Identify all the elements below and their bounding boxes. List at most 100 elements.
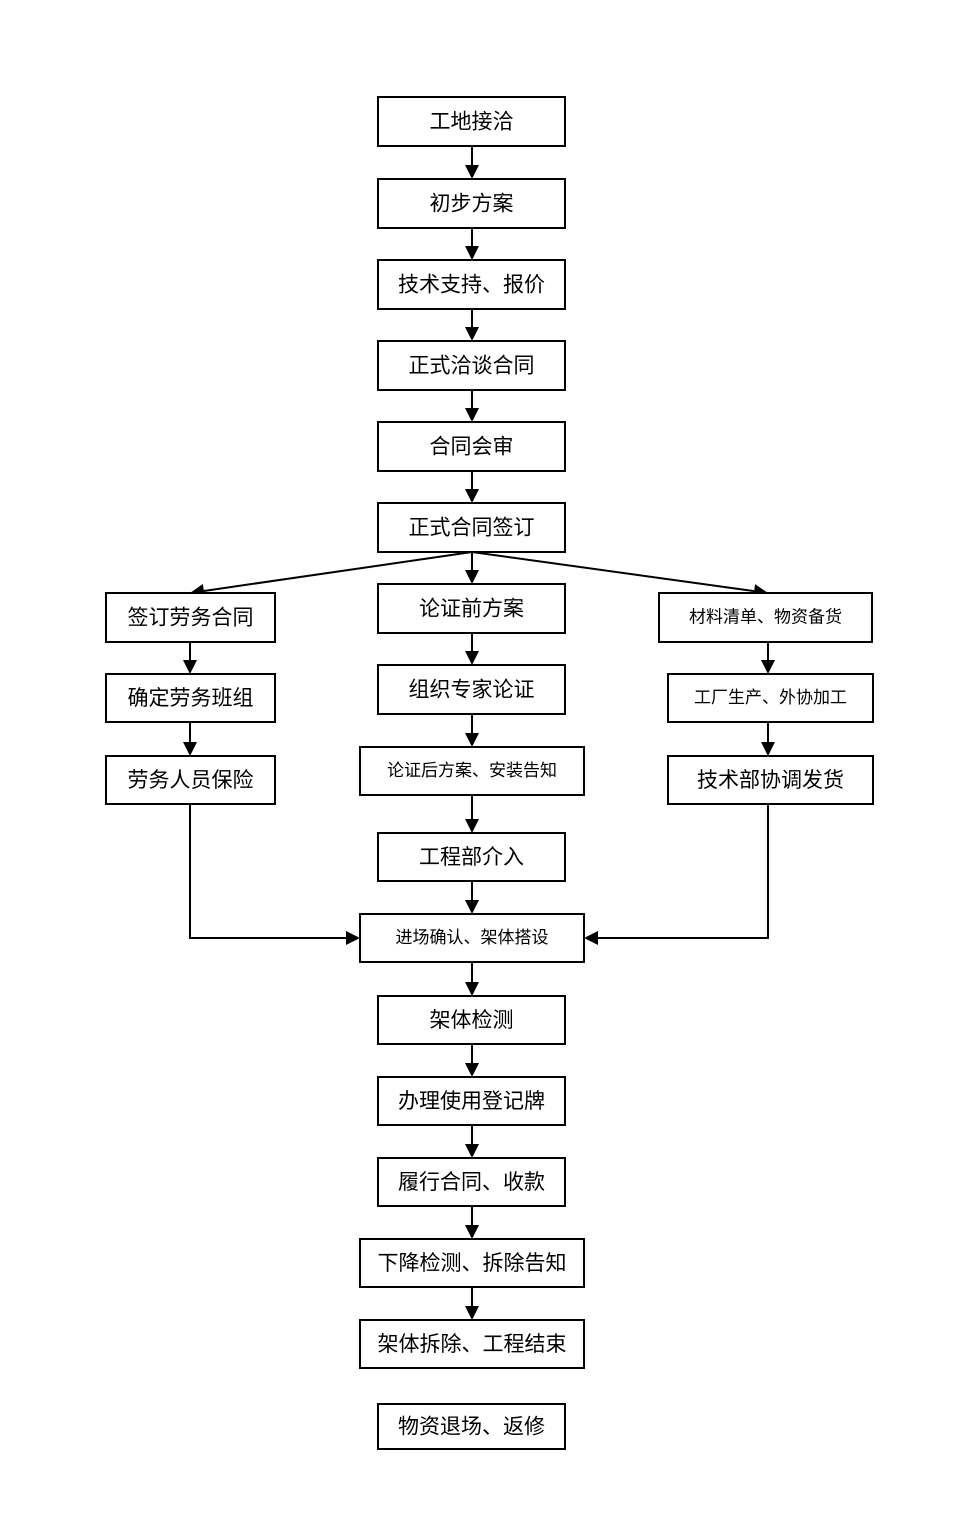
node-box	[667, 755, 874, 805]
arrowhead-icon	[465, 570, 479, 584]
node-material-list: 材料清单、物资备货	[658, 592, 873, 643]
connector-line	[203, 551, 473, 592]
connector-frame_inspection-to-registration	[465, 1044, 479, 1077]
node-contract-payment: 履行合同、收款	[377, 1157, 566, 1207]
node-label: 架体检测	[430, 1008, 514, 1032]
node-label: 技术支持、报价	[398, 273, 545, 297]
node-box	[377, 583, 566, 634]
node-label: 论证后方案、安装告知	[387, 761, 557, 781]
node-label: 正式合同签订	[409, 516, 535, 540]
node-labor-contract: 签订劳务合同	[105, 592, 276, 643]
arrowhead-icon	[465, 327, 479, 341]
connector-line	[189, 804, 346, 939]
node-factory-production: 工厂生产、外协加工	[667, 673, 874, 723]
node-label: 组织专家论证	[409, 678, 535, 702]
connector-labor_team-to-labor_insurance	[183, 722, 197, 756]
connector-pre_demo_plan-to-expert_review	[465, 633, 479, 665]
node-box	[658, 592, 873, 643]
node-box	[377, 1076, 566, 1126]
node-site-entry: 进场确认、架体搭设	[359, 913, 585, 963]
connector-labor_insurance-to-site_entry	[189, 804, 360, 945]
connector-labor_contract-to-labor_team	[183, 642, 197, 674]
node-pre-demo-plan: 论证前方案	[377, 583, 566, 634]
arrowhead-icon	[465, 408, 479, 422]
node-label: 初步方案	[430, 192, 514, 216]
node-frame-inspection: 架体检测	[377, 995, 566, 1045]
arrowhead-icon	[183, 742, 197, 756]
node-layer: 工地接洽初步方案技术支持、报价正式洽谈合同合同会审正式合同签订签订劳务合同确定劳…	[105, 96, 874, 1450]
connector-factory_production-to-tech_dispatch	[761, 722, 775, 756]
arrowhead-icon	[761, 660, 775, 674]
arrowhead-icon	[465, 1144, 479, 1158]
node-box	[667, 673, 874, 723]
node-label: 下降检测、拆除告知	[378, 1251, 567, 1275]
arrowhead-icon	[346, 931, 360, 945]
connector-expert_review-to-post_demo_plan	[465, 714, 479, 747]
node-registration: 办理使用登记牌	[377, 1076, 566, 1126]
arrowhead-icon	[761, 742, 775, 756]
connector-tech_dispatch-to-site_entry	[584, 804, 769, 945]
arrowhead-icon	[584, 931, 598, 945]
node-box	[377, 502, 566, 553]
node-dismantle: 架体拆除、工程结束	[359, 1319, 585, 1369]
node-label: 进场确认、架体搭设	[396, 928, 549, 948]
node-contract-negotiation: 正式洽谈合同	[377, 340, 566, 391]
arrowhead-icon	[465, 733, 479, 747]
arrowhead-icon	[465, 1063, 479, 1077]
node-label: 技术部协调发货	[697, 768, 844, 792]
connector-contract_payment-to-descent_inspection	[465, 1206, 479, 1239]
node-box	[105, 755, 276, 805]
node-label: 履行合同、收款	[398, 1170, 545, 1194]
node-label: 架体拆除、工程结束	[378, 1332, 567, 1356]
connector-layer	[183, 146, 775, 1320]
arrowhead-icon	[465, 819, 479, 833]
node-box	[377, 832, 566, 882]
node-box	[377, 1403, 566, 1450]
node-labor-team: 确定劳务班组	[105, 673, 276, 723]
connector-contract_negotiation-to-contract_review	[465, 390, 479, 422]
node-label: 论证前方案	[419, 597, 524, 621]
node-box	[105, 673, 276, 723]
arrowhead-icon	[465, 1225, 479, 1239]
connector-tech_quote-to-contract_negotiation	[465, 309, 479, 341]
connector-descent_inspection-to-dismantle	[465, 1287, 479, 1320]
node-label: 工程部介入	[419, 845, 524, 869]
node-label: 正式洽谈合同	[409, 354, 535, 378]
node-box	[359, 913, 585, 963]
node-site-contact: 工地接洽	[377, 96, 566, 147]
connector-contract_review-to-contract_signing	[465, 471, 479, 503]
node-box	[359, 1238, 585, 1288]
node-tech-quote: 技术支持、报价	[377, 259, 566, 310]
arrowhead-icon	[465, 246, 479, 260]
node-label: 签订劳务合同	[128, 606, 254, 630]
connector-material_list-to-factory_production	[761, 642, 775, 674]
node-material-return: 物资退场、返修	[377, 1403, 566, 1450]
connector-preliminary_plan-to-tech_quote	[465, 228, 479, 260]
connector-post_demo_plan-to-engineering_dept	[465, 795, 479, 833]
arrowhead-icon	[465, 900, 479, 914]
node-label: 合同会审	[430, 435, 514, 459]
connector-line	[598, 804, 769, 939]
node-post-demo-plan: 论证后方案、安装告知	[359, 746, 585, 796]
node-tech-dispatch: 技术部协调发货	[667, 755, 874, 805]
connector-registration-to-contract_payment	[465, 1125, 479, 1158]
arrowhead-icon	[465, 489, 479, 503]
arrowhead-icon	[465, 1306, 479, 1320]
node-label: 材料清单、物资备货	[689, 608, 842, 628]
arrowhead-icon	[465, 982, 479, 996]
node-labor-insurance: 劳务人员保险	[105, 755, 276, 805]
node-descent-inspection: 下降检测、拆除告知	[359, 1238, 585, 1288]
connector-contract_signing-to-pre_demo_plan	[465, 552, 479, 584]
node-contract-review: 合同会审	[377, 421, 566, 472]
node-box	[377, 340, 566, 391]
node-box	[359, 746, 585, 796]
node-label: 劳务人员保险	[128, 768, 254, 792]
node-engineering-dept: 工程部介入	[377, 832, 566, 882]
node-box	[377, 259, 566, 310]
connector-site_contact-to-preliminary_plan	[465, 146, 479, 179]
connector-site_entry-to-frame_inspection	[465, 962, 479, 996]
node-label: 工地接洽	[430, 110, 514, 134]
node-box	[359, 1319, 585, 1369]
arrowhead-icon	[465, 165, 479, 179]
